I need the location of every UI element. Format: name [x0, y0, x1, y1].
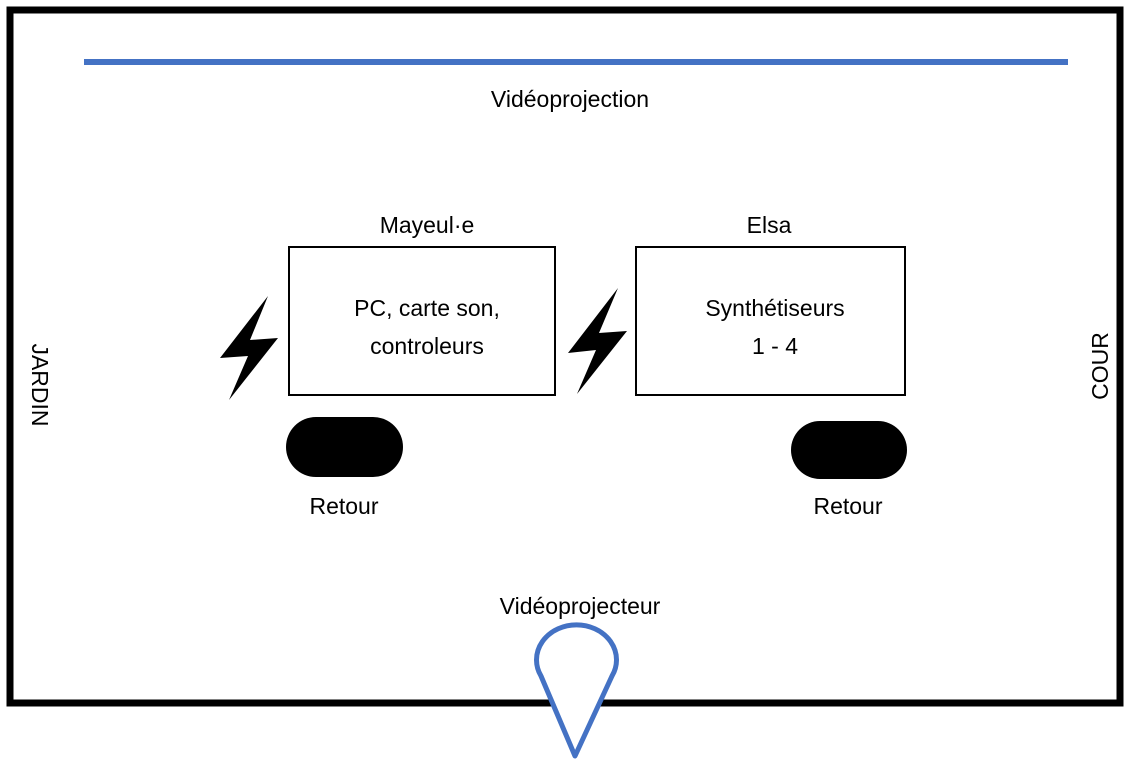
monitor-wedge-left	[286, 417, 403, 477]
equipment-line-2: 1 - 4	[752, 333, 798, 359]
performer-name-mayeule: Mayeul·e	[380, 212, 475, 238]
equipment-line-1: Synthétiseurs	[705, 295, 844, 321]
projector-cone-icon	[534, 622, 619, 759]
equipment-line-1: PC, carte son,	[354, 295, 500, 321]
equipment-line-2: controleurs	[370, 333, 484, 359]
screen-label: Vidéoprojection	[491, 86, 649, 112]
lightning-bolt-icon	[220, 296, 278, 400]
monitor-label-left: Retour	[309, 493, 378, 519]
equipment-box-mayeule	[288, 246, 556, 396]
equipment-box-elsa	[635, 246, 906, 396]
cour-label: COUR	[1087, 332, 1113, 400]
performer-name-elsa: Elsa	[747, 212, 792, 238]
lightning-bolt-icon	[568, 288, 627, 394]
projector-label: Vidéoprojecteur	[500, 593, 661, 619]
stage-outline	[6, 6, 1124, 707]
jardin-label: JARDIN	[27, 343, 53, 426]
monitor-label-right: Retour	[813, 493, 882, 519]
monitor-wedge-right	[791, 421, 907, 479]
